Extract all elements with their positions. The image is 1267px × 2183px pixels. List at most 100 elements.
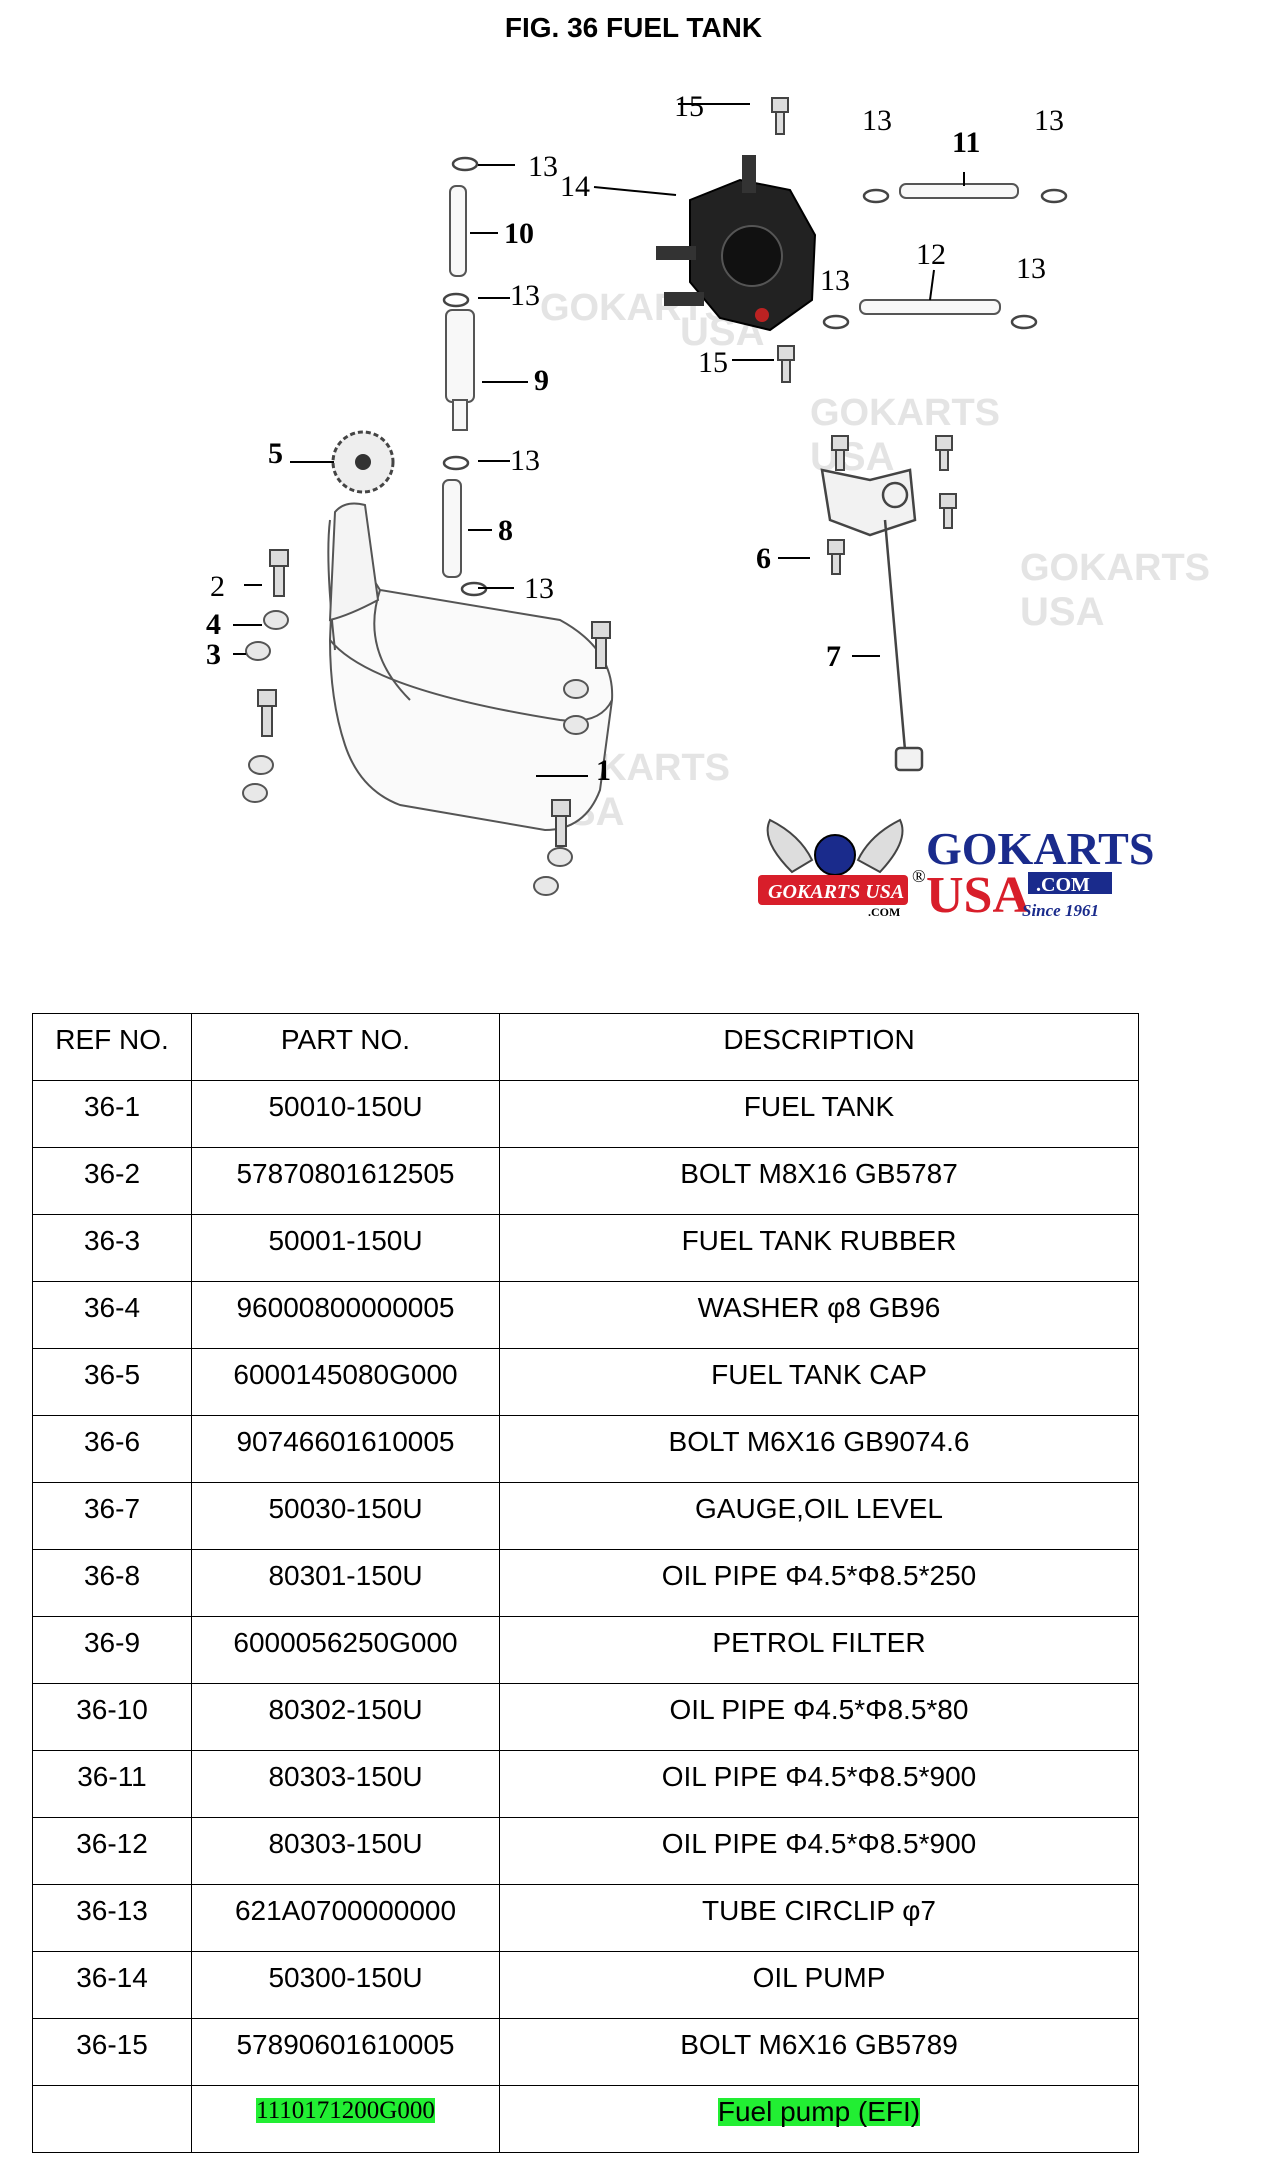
part-cell: 50001-150U — [191, 1214, 500, 1282]
table-row: 36-15 57890601610005 BOLT M6X16 GB5789 — [32, 2018, 1139, 2086]
callout-13: 13 — [524, 572, 554, 605]
table-row: 36-12 80303-150U OIL PIPE Φ4.5*Φ8.5*900 — [32, 1817, 1139, 1885]
callout-labels: 1 2 3 4 5 6 7 8 9 10 11 12 13 13 13 13 1… — [206, 90, 1064, 787]
bolt-group — [257, 97, 957, 847]
part-cell: 621A0700000000 — [191, 1884, 500, 1952]
callout-15: 15 — [674, 90, 704, 123]
callout-10: 10 — [504, 217, 534, 250]
table-row: 36-8 80301-150U OIL PIPE Φ4.5*Φ8.5*250 — [32, 1549, 1139, 1617]
callout-11: 11 — [952, 126, 980, 159]
highlighted-description: Fuel pump (EFI) — [717, 2096, 921, 2127]
oil-pump-illustration — [656, 155, 817, 332]
logo-dotcom: .COM — [1036, 874, 1090, 896]
ref-cell: 36-15 — [32, 2018, 192, 2086]
callout-6: 6 — [756, 542, 771, 575]
callout-13: 13 — [1016, 252, 1046, 285]
table-row: 36-14 50300-150U OIL PUMP — [32, 1951, 1139, 2019]
watermark-text: GOKARTS — [1020, 547, 1210, 589]
description-cell: BOLT M6X16 GB5789 — [499, 2018, 1139, 2086]
ref-cell: 36-9 — [32, 1616, 192, 1684]
circlip-group — [442, 156, 1068, 597]
description-cell: FUEL TANK CAP — [499, 1348, 1139, 1416]
callout-7: 7 — [826, 640, 841, 673]
part-cell: 80303-150U — [191, 1817, 500, 1885]
part-cell: 57890601610005 — [191, 2018, 500, 2086]
highlighted-part-number: 1110171200G000 — [256, 2097, 435, 2124]
ref-cell: 36-13 — [32, 1884, 192, 1952]
ref-cell: 36-10 — [32, 1683, 192, 1751]
fuel-gauge-illustration — [820, 468, 924, 772]
table-row: 36-6 90746601610005 BOLT M6X16 GB9074.6 — [32, 1415, 1139, 1483]
description-cell: OIL PIPE Φ4.5*Φ8.5*80 — [499, 1683, 1139, 1751]
oil-pipe-horizontal — [859, 183, 1019, 315]
wing-left-icon — [766, 818, 814, 874]
part-cell: 6000145080G000 — [191, 1348, 500, 1416]
description-cell: GAUGE,OIL LEVEL — [499, 1482, 1139, 1550]
table-row: 36-4 96000800000005 WASHER φ8 GB96 — [32, 1281, 1139, 1349]
fuel-tank-cap-illustration — [331, 430, 395, 494]
description-cell: OIL PUMP — [499, 1951, 1139, 2019]
callout-13: 13 — [1034, 104, 1064, 137]
filler-neck — [328, 502, 380, 622]
description-cell: OIL PIPE Φ4.5*Φ8.5*900 — [499, 1750, 1139, 1818]
logo-since: Since 1961 — [1022, 901, 1099, 920]
ref-cell: 36-8 — [32, 1549, 192, 1617]
part-cell: 80302-150U — [191, 1683, 500, 1751]
ref-cell: 36-1 — [32, 1080, 192, 1148]
description-cell: OIL PIPE Φ4.5*Φ8.5*900 — [499, 1817, 1139, 1885]
part-cell: 50010-150U — [191, 1080, 500, 1148]
ref-cell: 36-6 — [32, 1415, 192, 1483]
description-cell: FUEL TANK — [499, 1080, 1139, 1148]
description-cell: FUEL TANK RUBBER — [499, 1214, 1139, 1282]
header-part-no: PART NO. — [191, 1013, 500, 1081]
callout-15: 15 — [698, 346, 728, 379]
part-cell: 50030-150U — [191, 1482, 500, 1550]
description-cell: OIL PIPE Φ4.5*Φ8.5*250 — [499, 1549, 1139, 1617]
table-row: 36-9 6000056250G000 PETROL FILTER — [32, 1616, 1139, 1684]
callout-13: 13 — [862, 104, 892, 137]
ref-cell: 36-5 — [32, 1348, 192, 1416]
watermark-text: GOKARTS — [810, 392, 1000, 434]
page-title: FIG. 36 FUEL TANK — [504, 12, 763, 43]
table-row: 36-3 50001-150U FUEL TANK RUBBER — [32, 1214, 1139, 1282]
callout-13: 13 — [510, 279, 540, 312]
table-row-highlighted: 1110171200G000 Fuel pump (EFI) — [32, 2085, 1139, 2153]
table-header-row: REF NO. PART NO. DESCRIPTION — [32, 1013, 1139, 1081]
part-cell: 1110171200G000 — [191, 2085, 500, 2153]
logo-word-usa: USA — [926, 867, 1030, 924]
callout-8: 8 — [498, 514, 513, 547]
ref-cell: 36-14 — [32, 1951, 192, 2019]
table-row: 36-2 57870801612505 BOLT M8X16 GB5787 — [32, 1147, 1139, 1215]
leader-lines — [233, 103, 965, 777]
description-cell: WASHER φ8 GB96 — [499, 1281, 1139, 1349]
part-cell: 80303-150U — [191, 1750, 500, 1818]
washer-group — [242, 610, 589, 896]
watermark-group: GOKARTS GOKARTS GOKARTS GOKARTS USA USA … — [540, 287, 1210, 834]
callout-3: 3 — [206, 638, 221, 671]
ref-cell: 36-11 — [32, 1750, 192, 1818]
logo-word-gokarts: GOKARTS — [926, 823, 1154, 874]
table-row: 36-5 6000145080G000 FUEL TANK CAP — [32, 1348, 1139, 1416]
table-row: 36-10 80302-150U OIL PIPE Φ4.5*Φ8.5*80 — [32, 1683, 1139, 1751]
description-cell: BOLT M6X16 GB9074.6 — [499, 1415, 1139, 1483]
description-cell: PETROL FILTER — [499, 1616, 1139, 1684]
callout-13: 13 — [820, 264, 850, 297]
callout-4: 4 — [206, 608, 221, 641]
table-row: 36-1 50010-150U FUEL TANK — [32, 1080, 1139, 1148]
wing-right-icon — [856, 818, 904, 874]
description-cell: BOLT M8X16 GB5787 — [499, 1147, 1139, 1215]
part-cell: 80301-150U — [191, 1549, 500, 1617]
exploded-parts-diagram: GOKARTS GOKARTS GOKARTS GOKARTS USA USA … — [206, 90, 1210, 924]
ref-cell: 36-2 — [32, 1147, 192, 1215]
callout-5: 5 — [268, 437, 283, 470]
description-cell: Fuel pump (EFI) — [499, 2085, 1139, 2153]
logo-badge-sub: .COM — [868, 905, 900, 919]
logo-dotcom-box — [1028, 872, 1112, 894]
ref-cell: 36-3 — [32, 1214, 192, 1282]
header-ref-no: REF NO. — [32, 1013, 192, 1081]
table-row: 36-13 621A0700000000 TUBE CIRCLIP φ7 — [32, 1884, 1139, 1952]
callout-13: 13 — [510, 444, 540, 477]
callout-2: 2 — [210, 570, 225, 603]
callout-14: 14 — [560, 170, 590, 203]
logo-badge — [758, 875, 908, 905]
